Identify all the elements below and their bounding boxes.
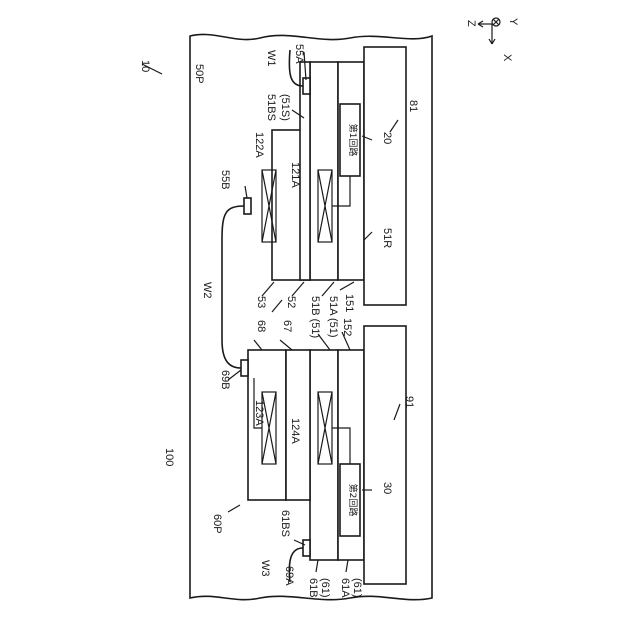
pad-69b bbox=[241, 360, 248, 376]
circuit-1-label: 第1回路 bbox=[347, 124, 359, 157]
label-60p: 60P bbox=[211, 514, 223, 534]
label-52: 52 bbox=[285, 296, 297, 308]
label-61b: 61B bbox=[307, 578, 319, 598]
label-122a: 122A bbox=[253, 132, 265, 158]
label-151: 151 bbox=[343, 294, 355, 312]
label-51b: 51B (51) bbox=[309, 296, 321, 338]
label-51r: 51R bbox=[381, 228, 393, 248]
label-91: 91 bbox=[403, 396, 415, 408]
axis-z-label: Z bbox=[465, 20, 477, 27]
axis-y-label: Y bbox=[507, 18, 519, 26]
label-55a: 55A bbox=[293, 44, 305, 64]
label-51bs: 51BS bbox=[265, 94, 277, 121]
label-20: 20 bbox=[381, 132, 393, 144]
label-61a-paren: (61) bbox=[351, 578, 363, 598]
label-123a: 123A bbox=[253, 400, 265, 426]
label-68: 68 bbox=[255, 320, 267, 332]
label-100: 100 bbox=[163, 448, 175, 466]
label-67: 67 bbox=[281, 320, 293, 332]
label-69a: 69A bbox=[283, 566, 295, 586]
label-121a: 121A bbox=[289, 162, 301, 188]
label-152: 152 bbox=[341, 318, 353, 336]
label-61bs: 61BS bbox=[279, 510, 291, 537]
label-51s: (51S) bbox=[279, 94, 291, 121]
axis-indicator: Z Y X bbox=[465, 18, 519, 62]
label-69b: 69B bbox=[219, 370, 231, 390]
label-w1: W1 bbox=[265, 50, 277, 67]
pad-55a bbox=[303, 78, 310, 94]
frame-81 bbox=[364, 47, 406, 305]
label-61a: 61A bbox=[339, 578, 351, 598]
pad-55b bbox=[244, 198, 251, 214]
pad-69a bbox=[303, 540, 310, 556]
y-axis-cross-icon bbox=[493, 19, 499, 25]
layer-61b bbox=[310, 350, 338, 560]
label-51a: 51A (51) bbox=[327, 296, 339, 338]
wire-w2 bbox=[222, 206, 244, 368]
label-55b: 55B bbox=[219, 170, 231, 190]
layer-51b bbox=[310, 62, 338, 280]
frame-91 bbox=[364, 326, 406, 584]
label-53: 53 bbox=[255, 296, 267, 308]
label-30: 30 bbox=[381, 482, 393, 494]
label-50p: 50P bbox=[193, 64, 205, 84]
label-w3: W3 bbox=[259, 560, 271, 577]
label-61b-paren: (61) bbox=[319, 578, 331, 598]
label-device: 10 bbox=[139, 60, 151, 72]
label-w2: W2 bbox=[201, 282, 213, 299]
circuit-2-label: 第2回路 bbox=[347, 484, 359, 517]
label-124a: 124A bbox=[289, 418, 301, 444]
axis-x-label: X bbox=[501, 54, 513, 62]
label-81: 81 bbox=[407, 100, 419, 112]
